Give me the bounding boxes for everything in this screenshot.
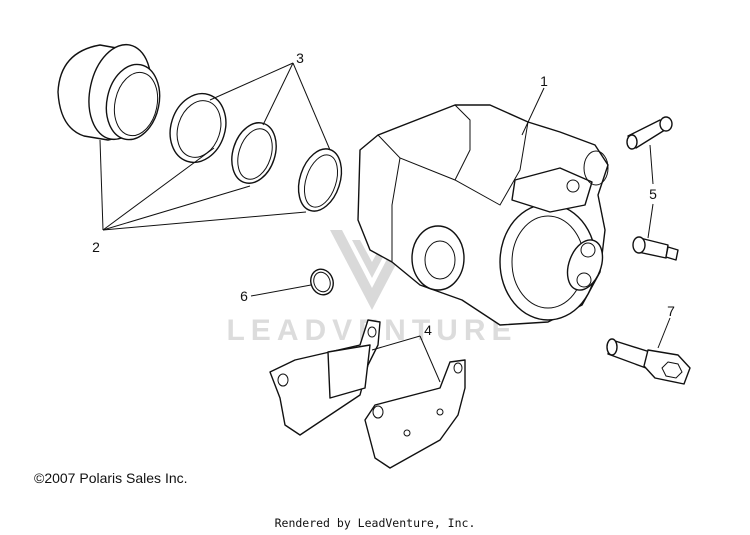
callout-6: 6 <box>240 288 248 304</box>
piston <box>57 43 161 141</box>
guide-pins <box>626 116 679 261</box>
callout-7: 7 <box>667 303 675 319</box>
caliper-body <box>357 104 609 326</box>
o-ring <box>310 268 334 296</box>
rendered-by-footer: Rendered by LeadVenture, Inc. <box>274 516 476 530</box>
callout-3: 3 <box>296 50 304 66</box>
brake-pads <box>269 319 466 469</box>
mounting-bolt <box>606 338 691 385</box>
leader-lines <box>99 62 671 383</box>
callout-1: 1 <box>540 73 548 89</box>
piston-seals <box>169 92 343 212</box>
callout-2: 2 <box>92 239 100 255</box>
callout-4: 4 <box>424 322 432 338</box>
callout-5: 5 <box>649 186 657 202</box>
copyright-notice: ©2007 Polaris Sales Inc. <box>34 470 188 486</box>
